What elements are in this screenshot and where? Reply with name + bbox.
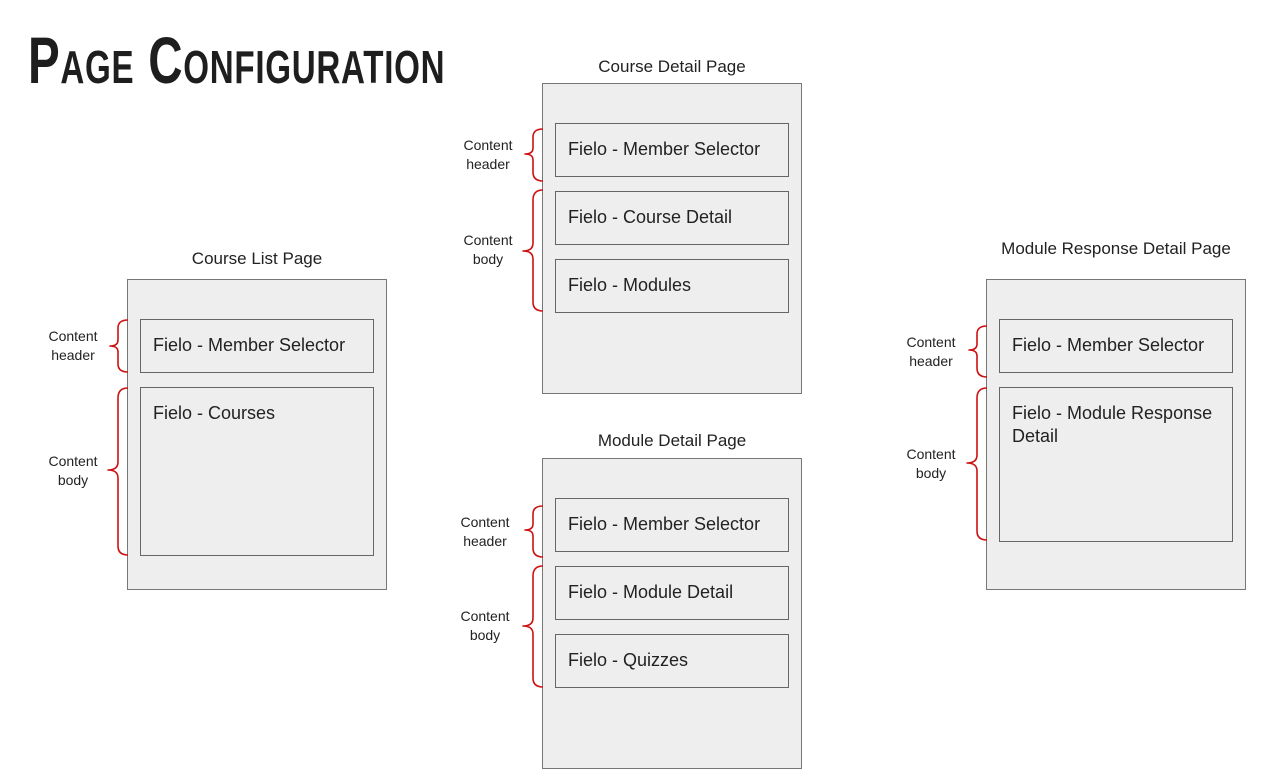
content-body-label: Content body — [906, 446, 956, 481]
content-header-label: Content header — [48, 328, 98, 363]
content-header-brace — [109, 319, 129, 373]
content-header-brace — [524, 128, 544, 182]
component-member-selector: Fielo - Member Selector — [999, 319, 1233, 373]
content-body-label: Content body — [463, 232, 513, 267]
component-quizzes: Fielo - Quizzes — [555, 634, 789, 688]
component-courses: Fielo - Courses — [140, 387, 374, 556]
content-body-label: Content body — [48, 453, 98, 488]
component-course-detail: Fielo - Course Detail — [555, 191, 789, 245]
component-member-selector: Fielo - Member Selector — [555, 498, 789, 552]
content-header-label: Content header — [460, 514, 510, 549]
component-module-response-detail: Fielo - Module Response Detail — [999, 387, 1233, 542]
course-detail-page-title: Course Detail Page — [598, 57, 746, 76]
content-body-label: Content body — [460, 608, 510, 643]
content-body-brace — [966, 387, 988, 541]
content-body-brace — [522, 189, 544, 312]
content-header-brace — [968, 325, 988, 378]
page-title: Page Configuration — [28, 23, 446, 97]
component-member-selector: Fielo - Member Selector — [555, 123, 789, 177]
content-header-label: Content header — [463, 137, 513, 172]
component-modules: Fielo - Modules — [555, 259, 789, 313]
component-module-detail: Fielo - Module Detail — [555, 566, 789, 620]
module-detail-page-title: Module Detail Page — [597, 431, 747, 450]
content-body-brace — [522, 565, 544, 688]
content-header-label: Content header — [906, 334, 956, 369]
module-response-detail-page-title: Module Response Detail Page — [1001, 239, 1231, 258]
component-member-selector: Fielo - Member Selector — [140, 319, 374, 373]
course-list-page-title: Course List Page — [191, 249, 323, 268]
content-header-brace — [524, 505, 544, 558]
content-body-brace — [107, 387, 129, 556]
